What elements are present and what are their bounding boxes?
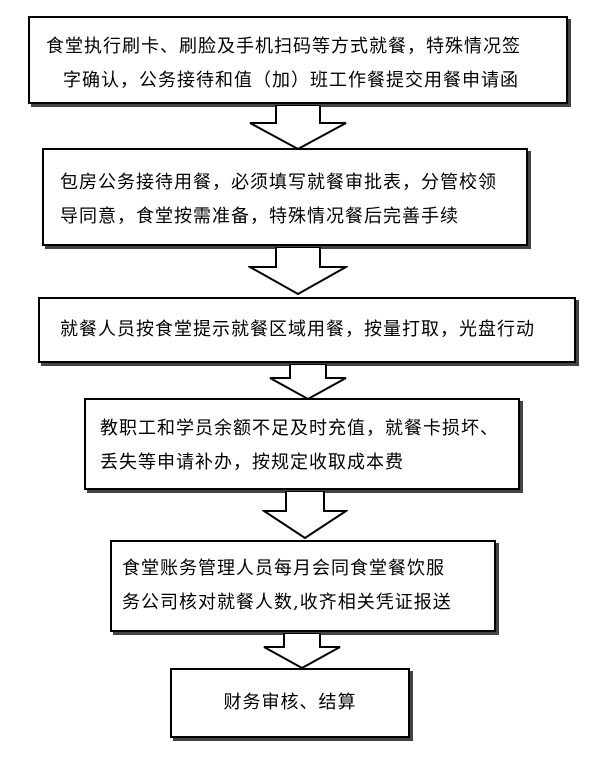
flow-arrow-5 xyxy=(262,633,342,669)
flow-arrow-3 xyxy=(268,364,348,400)
flow-step-4-line-2: 丢失等申请补办，按规定收取成本费 xyxy=(100,452,404,473)
flow-step-4-line-1: 教职工和学员余额不足及时充值，就餐卡损坏、 xyxy=(100,418,499,439)
flow-step-5-line-1: 食堂账务管理人员每月会同食堂餐饮服 xyxy=(122,558,445,579)
flow-step-6-line-1: 财务审核、结算 xyxy=(223,692,357,713)
flow-arrow-1 xyxy=(248,105,348,150)
flow-step-1: 食堂执行刷卡、刷脸及手机扫码等方式就餐，特殊情况签 字确认，公务接待和值（加）班… xyxy=(28,16,568,104)
flow-step-2-line-1: 包房公务接待用餐，必须填写就餐审批表，分管校领 xyxy=(60,172,497,193)
flow-step-3: 就餐人员按食堂提示就餐区域用餐，按量打取，光盘行动 xyxy=(38,297,576,363)
flow-step-5: 食堂账务管理人员每月会同食堂餐饮服 务公司核对就餐人数,收齐相关凭证报送 xyxy=(110,540,496,632)
flow-step-2-line-2: 导同意，食堂按需准备，特殊情况餐后完善手续 xyxy=(60,206,459,227)
flow-step-1-line-2: 字确认，公务接待和值（加）班工作餐提交用餐申请函 xyxy=(63,70,519,91)
flow-step-1-line-1: 食堂执行刷卡、刷脸及手机扫码等方式就餐，特殊情况签 xyxy=(46,36,521,57)
flow-arrow-4 xyxy=(262,491,348,539)
flow-step-2: 包房公务接待用餐，必须填写就餐审批表，分管校领 导同意，食堂按需准备，特殊情况餐… xyxy=(42,148,528,246)
flow-step-5-line-2: 务公司核对就餐人数,收齐相关凭证报送 xyxy=(122,592,452,613)
flow-step-6: 财务审核、结算 xyxy=(170,668,410,738)
flow-step-4: 教职工和学员余额不足及时充值，就餐卡损坏、 丢失等申请补办，按规定收取成本费 xyxy=(84,398,520,490)
flow-arrow-2 xyxy=(248,247,348,295)
flow-step-3-line-1: 就餐人员按食堂提示就餐区域用餐，按量打取，光盘行动 xyxy=(60,319,535,340)
